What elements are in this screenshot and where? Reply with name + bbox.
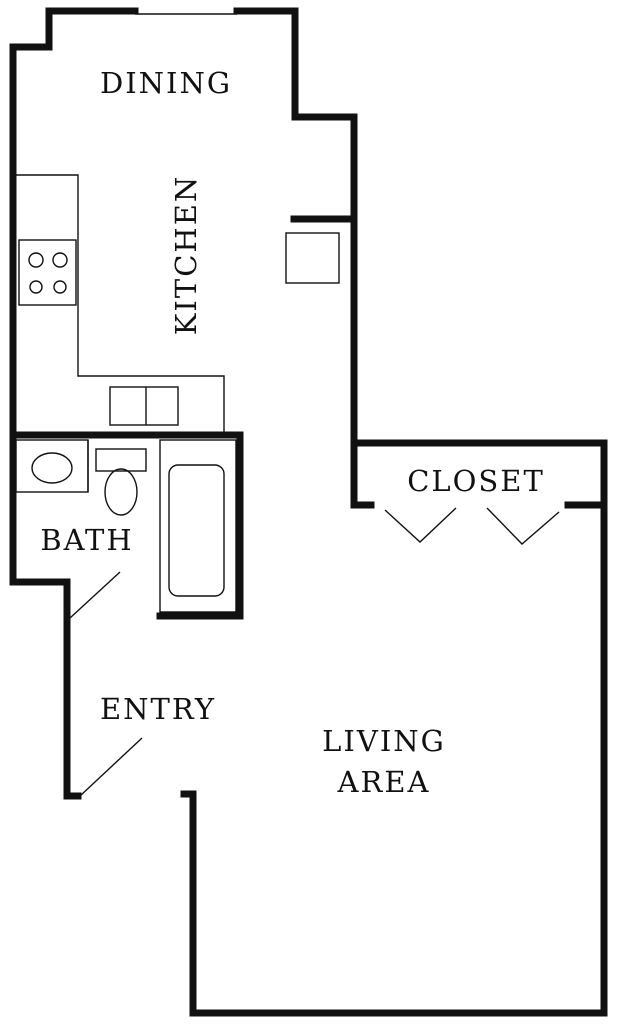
- toilet-tank-icon: [95, 448, 147, 472]
- wall-closet-top: [180, 439, 608, 1017]
- room-label-bath: BATH: [40, 523, 133, 557]
- wall-top-right: [233, 7, 375, 509]
- wall-top-left: [9, 7, 139, 800]
- burner-icon: [52, 252, 68, 268]
- entry-door-icon: [79, 737, 143, 797]
- stove-icon: [18, 239, 77, 306]
- basin-icon: [31, 452, 73, 484]
- closet-door-right-icon: [486, 507, 560, 545]
- interior-walls: [9, 215, 358, 620]
- burner-icon: [28, 252, 44, 268]
- bath-fixtures: [15, 439, 237, 613]
- room-label-closet: CLOSET: [407, 464, 545, 498]
- sink-icon: [109, 386, 179, 426]
- bathtub-outline-icon: [159, 439, 237, 613]
- closet-door-left-icon: [384, 507, 457, 543]
- room-label-dining: DINING: [100, 66, 232, 100]
- bathtub-inner-icon: [168, 464, 225, 597]
- room-label-entry: ENTRY: [100, 692, 216, 726]
- vanity-icon: [15, 439, 89, 493]
- kitchen-counter: [16, 174, 225, 435]
- room-labels: DINING KITCHEN CLOSET BATH ENTRY LIVING …: [40, 66, 545, 799]
- toilet-bowl-icon: [104, 468, 138, 516]
- refrigerator-icon: [285, 232, 340, 284]
- bath-door-icon: [69, 571, 121, 619]
- exterior-walls: [9, 7, 608, 1017]
- wall-bath-tub: [156, 431, 244, 620]
- room-label-area: AREA: [337, 765, 431, 799]
- burner-icon: [29, 280, 43, 294]
- room-label-kitchen: KITCHEN: [169, 175, 203, 336]
- doors: [69, 507, 560, 797]
- kitchen-fixtures: [16, 174, 340, 435]
- room-label-living: LIVING: [322, 724, 446, 758]
- burner-icon: [53, 280, 67, 294]
